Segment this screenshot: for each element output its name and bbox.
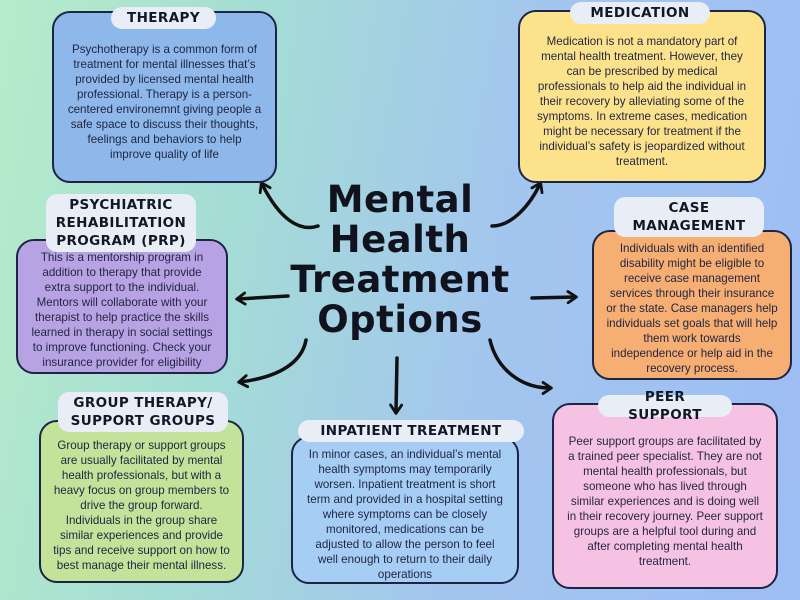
prp-label: PSYCHIATRIC REHABILITATION PROGRAM (PRP) [46, 194, 196, 252]
group-therapy-text: Group therapy or support groups are usua… [53, 439, 230, 572]
diagram-title: Mental Health Treatment Options [262, 180, 538, 340]
case-management-label: CASE MANAGEMENT [614, 197, 764, 237]
medication-label: MEDICATION [570, 2, 710, 24]
arrow-to-inpatient [389, 356, 404, 415]
prp-label-line-3: PROGRAM (PRP) [56, 233, 186, 249]
group-therapy-label-line-1: GROUP THERAPY/ [73, 395, 213, 411]
group-therapy-label: GROUP THERAPY/ SUPPORT GROUPS [58, 392, 228, 432]
inpatient-box: In minor cases, an individual’s mental h… [291, 436, 519, 584]
group-therapy-box: Group therapy or support groups are usua… [39, 420, 244, 583]
prp-label-line-2: REHABILITATION [55, 215, 187, 231]
inpatient-text: In minor cases, an individual’s mental h… [307, 447, 503, 581]
group-therapy-label-line-2: SUPPORT GROUPS [70, 413, 216, 429]
title-line-1: Mental [326, 178, 474, 221]
prp-box: This is a mentorship program in addition… [16, 239, 228, 374]
prp-label-line-1: PSYCHIATRIC [69, 197, 173, 213]
title-line-4: Options [317, 298, 483, 341]
peer-support-label: PEER SUPPORT [598, 389, 732, 423]
arrow-to-peer-support [488, 338, 553, 395]
arrow-to-case-management [530, 290, 578, 305]
peer-support-text: Peer support groups are facilitated by a… [567, 434, 763, 568]
inpatient-label: INPATIENT TREATMENT [298, 420, 524, 442]
medication-box: Medication is not a mandatory part of me… [518, 10, 766, 183]
title-line-2: Health [329, 218, 471, 261]
therapy-box: Psychotherapy is a common form of treatm… [52, 11, 277, 183]
peer-support-box: Peer support groups are facilitated by a… [552, 403, 778, 589]
therapy-label: THERAPY [111, 7, 216, 29]
arrow-to-group-therapy [237, 338, 308, 389]
case-management-label-line-1: CASE [668, 200, 710, 216]
title-line-3: Treatment [290, 258, 510, 301]
case-management-label-line-2: MANAGEMENT [632, 218, 746, 234]
therapy-text: Psychotherapy is a common form of treatm… [67, 43, 262, 161]
case-management-box: Individuals with an identified disabilit… [592, 230, 792, 380]
prp-text: This is a mentorship program in addition… [31, 250, 213, 369]
case-management-text: Individuals with an identified disabilit… [606, 241, 778, 375]
medication-text: Medication is not a mandatory part of me… [536, 35, 748, 168]
